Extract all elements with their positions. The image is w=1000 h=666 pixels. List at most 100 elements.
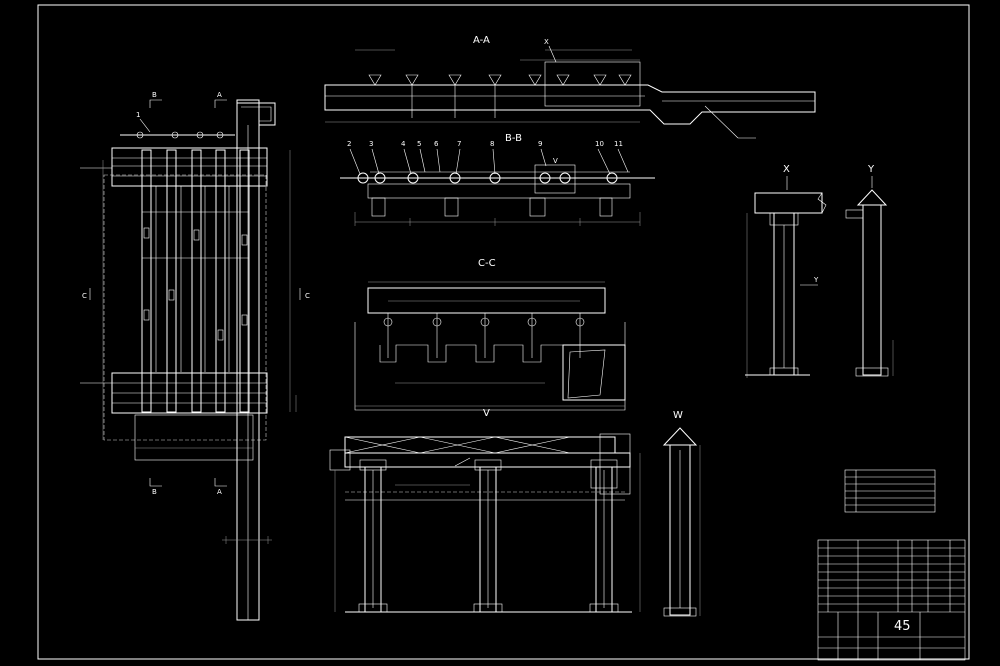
bb-part-number: 4: [401, 140, 406, 148]
bb-leader: [371, 148, 380, 175]
aa-roller: [448, 74, 462, 86]
plan-top-frame: [111, 147, 268, 187]
view-x: X Y: [745, 164, 827, 378]
plan-rail-block: [193, 229, 200, 241]
section-marker-c-right-label: C: [305, 292, 310, 300]
bb-leader: [419, 148, 426, 173]
plan-coupling: [196, 131, 204, 139]
plan-chute-hook: [237, 102, 276, 126]
cc-trough: [379, 344, 563, 363]
drawing-border: [37, 4, 970, 660]
bb-part-number: 3: [369, 140, 373, 148]
elevation-truss: [344, 436, 616, 454]
plan-rail: [141, 149, 152, 413]
bb-leader: [349, 148, 361, 175]
plan-rail: [215, 149, 226, 413]
section-marker-a-bottom-label: A: [217, 488, 222, 496]
bb-part-number: 7: [457, 140, 461, 148]
bb-frame: [367, 183, 631, 199]
bb-part-number: 5: [417, 140, 421, 148]
aa-leader: [704, 105, 739, 139]
section-marker-a-top: [214, 99, 227, 108]
plan-coupling: [216, 131, 224, 139]
view-y-column-head: [856, 189, 888, 206]
bb-drive-unit: [534, 164, 576, 194]
bb-roller: [407, 172, 419, 184]
cc-side-box: [562, 344, 626, 401]
plan-rail-block: [168, 289, 175, 301]
section-marker-a-bottom: [214, 478, 227, 487]
aa-x-marker-arrow: [548, 45, 557, 63]
section-marker-b-top-label: B: [152, 91, 157, 99]
elevation-left-detail: [329, 449, 351, 471]
view-w-base-plate: [663, 607, 697, 617]
tech-requirements-table: [844, 469, 936, 513]
bb-roller: [449, 172, 461, 184]
truss-brace: [344, 436, 421, 454]
cc-top-beam: [367, 287, 606, 314]
bb-roller: [606, 172, 618, 184]
bb-roller: [489, 172, 501, 184]
column-head: [359, 459, 387, 471]
aa-roller: [488, 74, 502, 86]
view-x-base-plate: [769, 367, 799, 376]
plan-rail-block: [217, 329, 224, 341]
bb-leader: [617, 148, 629, 173]
plan-rail-block: [241, 234, 248, 246]
cc-frame-outline: [354, 322, 626, 411]
section-bb-view: B-B 2 3 4 5 6 7 8 9 10 11 V: [340, 133, 655, 226]
bb-v-marker-label: V: [553, 157, 558, 165]
elevation-right-block: [599, 433, 631, 495]
aa-roller: [368, 74, 382, 86]
cc-side-box-hatch: [567, 349, 606, 399]
view-w-title: W: [673, 410, 683, 421]
bb-leg: [529, 197, 546, 217]
view-y-column: [862, 204, 882, 376]
view-x-break-line: [817, 192, 827, 214]
view-y-title: Y: [867, 164, 875, 175]
bb-part-number: 2: [347, 140, 351, 148]
section-cc-view: C-C: [354, 258, 626, 411]
view-x-beam: [754, 192, 823, 214]
bb-roller: [539, 172, 551, 184]
plan-chute-hook-inner: [241, 106, 272, 122]
section-marker-b-bottom-label: B: [152, 488, 157, 496]
plan-rail-block: [241, 314, 248, 326]
bb-leader: [540, 148, 547, 167]
bb-leg: [444, 197, 459, 217]
plan-part-1-label: 1: [136, 111, 140, 119]
section-marker-a-top-label: A: [217, 91, 222, 99]
view-y-bracket: [845, 209, 864, 219]
aa-drive-box: [544, 61, 641, 107]
elevation-leader: [454, 457, 471, 467]
truss-brace: [419, 436, 496, 454]
bb-part-number: 10: [595, 140, 604, 148]
section-marker-c-left-label: C: [82, 292, 87, 300]
section-marker-b-bottom: [149, 478, 162, 487]
plan-rail: [239, 149, 250, 413]
title-block: 45: [817, 539, 966, 661]
section-aa-title: A-A: [473, 35, 490, 46]
view-y: Y: [845, 164, 894, 377]
view-y-base-plate: [855, 367, 889, 377]
bb-part-number: 8: [490, 140, 494, 148]
plan-view: 1: [80, 91, 310, 621]
bb-leader: [492, 148, 496, 175]
plan-outline-dashed: [103, 174, 267, 441]
elevation-v: V: [329, 408, 641, 613]
title-block-border: [817, 539, 966, 661]
plan-coupling: [136, 131, 144, 139]
aa-roller: [556, 74, 570, 86]
view-w-column-head: [662, 427, 698, 446]
plan-part-1-leader: [139, 118, 151, 133]
bb-leader: [597, 148, 611, 175]
view-x-y-arrow-label: Y: [813, 276, 819, 284]
plan-coupling: [171, 131, 179, 139]
truss-brace: [494, 436, 571, 454]
section-cc-title: C-C: [478, 258, 496, 269]
bb-roller: [374, 172, 386, 184]
aa-roller: [593, 74, 607, 86]
plan-rail: [191, 149, 202, 413]
bb-leader: [436, 148, 441, 173]
section-aa-view: A-A X: [324, 35, 816, 139]
